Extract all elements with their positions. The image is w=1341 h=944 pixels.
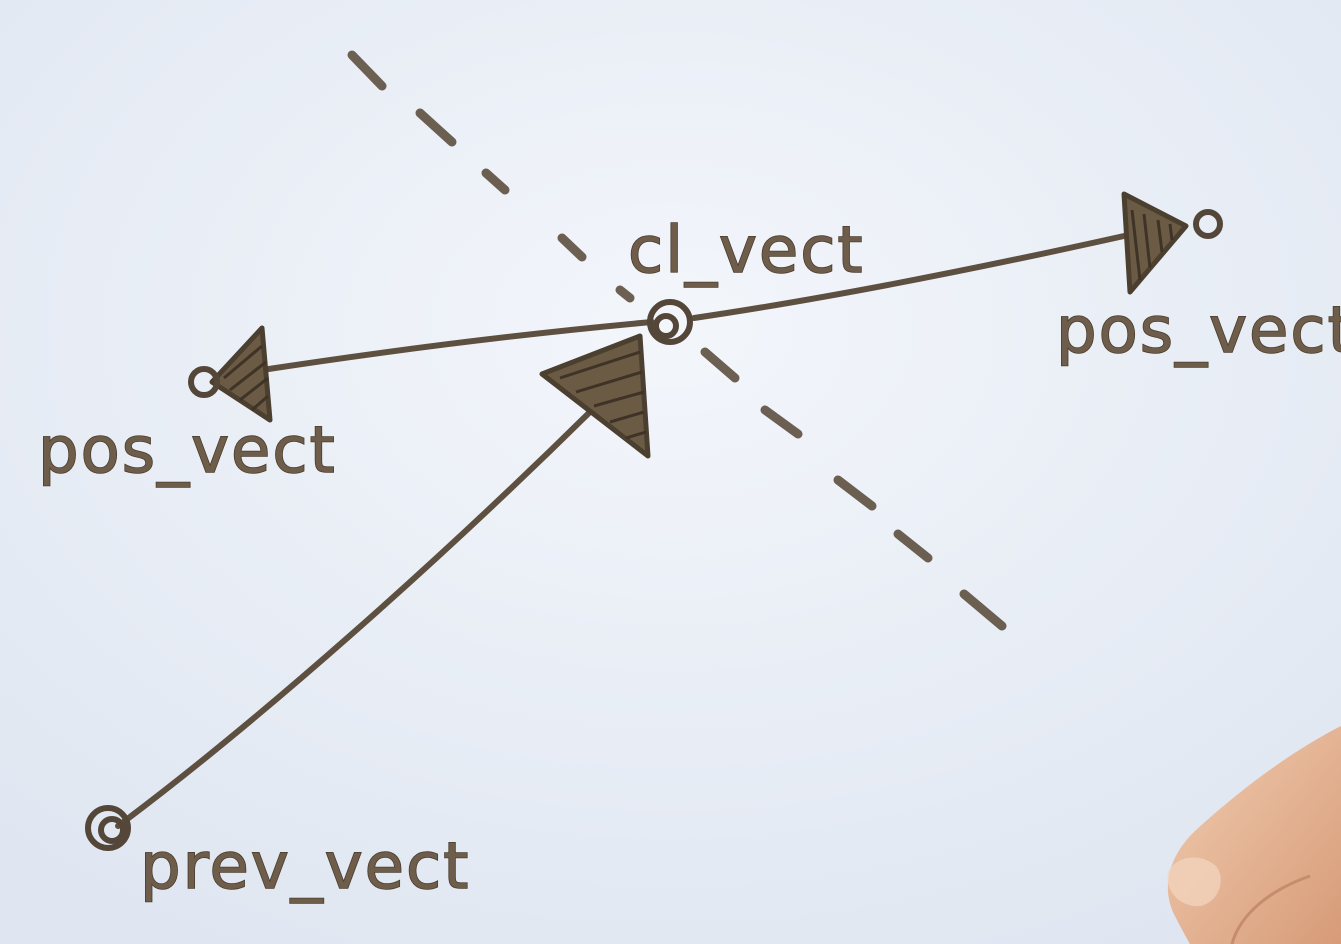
center-point-marker [647,299,693,345]
arrow-to-right-pos-vect [691,191,1223,321]
prev-point-marker [85,805,131,851]
dashed-perpendicular-line [347,50,1007,631]
arrow-to-left-pos-vect [188,319,655,423]
label-cl-vect: cl_vect [628,214,865,288]
label-prev-vect: prev_vect [140,830,470,904]
hand [1167,726,1341,944]
label-pos-vect-right: pos_vect [1056,294,1341,368]
label-pos-vect-left: pos_vect [38,414,337,488]
arrow-prev-to-center [115,333,651,829]
